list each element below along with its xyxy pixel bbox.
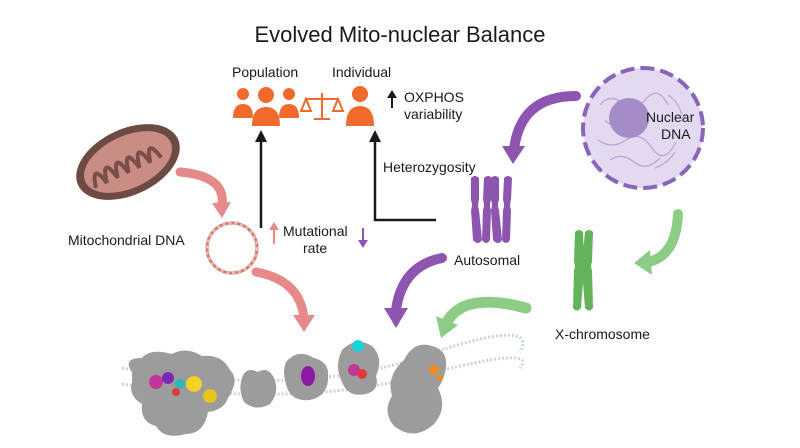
population-icon xyxy=(233,87,299,126)
mitochondrial-dna-label: Mitochondrial DNA xyxy=(68,232,185,248)
diagram-title: Evolved Mito-nuclear Balance xyxy=(254,22,546,47)
heterozygosity-label: Heterozygosity xyxy=(383,159,476,175)
individual-label: Individual xyxy=(332,64,392,80)
mutational-down-arrow xyxy=(358,228,368,248)
autosome-to-complex-arrow xyxy=(384,253,447,328)
population-arrow xyxy=(255,130,267,228)
mito-to-complex-arrow xyxy=(251,267,315,332)
individual-icon xyxy=(346,86,374,126)
oxphos-label-line1: OXPHOS xyxy=(404,89,464,105)
mito-curve-arrow xyxy=(175,167,231,218)
x-chromosome-label: X-chromosome xyxy=(555,326,650,342)
balance-scale-icon xyxy=(299,93,345,120)
mutational-rate-line2: rate xyxy=(303,240,328,256)
mtdna-ring-icon xyxy=(205,221,259,275)
oxphos-complex-1 xyxy=(128,350,235,436)
nuclear-dna-line2: DNA xyxy=(661,126,691,142)
nuclear-dna-line1: Nuclear xyxy=(646,109,695,125)
autosomal-label: Autosomal xyxy=(454,252,521,268)
nucleus-icon xyxy=(581,66,705,190)
mitochondrion-icon xyxy=(76,124,180,200)
individual-arrow xyxy=(369,130,436,222)
autosome-chromosomes-icon xyxy=(471,176,512,243)
nucleus-to-autosome-arrow xyxy=(502,91,581,164)
oxphos-complex-5 xyxy=(387,344,447,434)
x-chromosome-icon xyxy=(573,230,593,311)
oxphos-label-line2: variability xyxy=(404,106,463,122)
oxphos-complex-2 xyxy=(240,370,277,408)
oxphos-complex-4 xyxy=(338,340,380,395)
nucleus-to-x-arrow xyxy=(634,209,683,275)
population-label: Population xyxy=(232,64,299,80)
mutational-up-arrow xyxy=(269,222,279,244)
oxphos-up-arrow xyxy=(387,90,397,108)
oxphos-complex-3 xyxy=(284,353,329,401)
mutational-rate-line1: Mutational xyxy=(283,223,348,239)
x-to-complex-arrow xyxy=(436,296,532,338)
